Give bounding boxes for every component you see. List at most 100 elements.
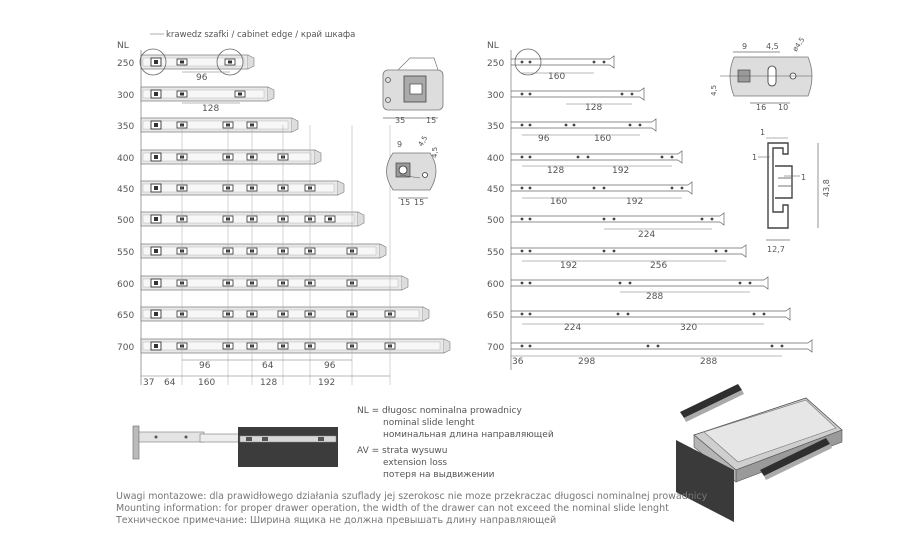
right-hole bbox=[576, 155, 580, 159]
right-hole bbox=[770, 344, 774, 348]
right-row-label: 450 bbox=[487, 185, 504, 195]
left-mount-hole bbox=[154, 344, 158, 348]
right-dim-label: 288 bbox=[700, 357, 717, 367]
note-pl: Uwagi montazowe: dla prawidłowego działa… bbox=[116, 491, 708, 502]
right-rail-end bbox=[763, 276, 769, 290]
right-row-label: 250 bbox=[487, 59, 504, 69]
left-mount-hole bbox=[154, 281, 158, 285]
nl-header-left: NL bbox=[117, 41, 129, 51]
left-mount-hole bbox=[154, 217, 158, 221]
right-hole bbox=[700, 217, 704, 221]
left-row-label: 650 bbox=[117, 311, 134, 321]
left-mount-hole bbox=[154, 155, 158, 159]
right-row-label: 600 bbox=[487, 280, 504, 290]
left-slide-inner bbox=[142, 120, 289, 130]
right-hole bbox=[738, 281, 742, 285]
left-hole bbox=[180, 60, 184, 64]
left-slide-end bbox=[247, 54, 255, 70]
left-row-label: 500 bbox=[117, 216, 134, 226]
right-dim-label: 224 bbox=[564, 323, 581, 333]
right-hole bbox=[528, 186, 532, 190]
right-hole bbox=[520, 186, 524, 190]
right-hole bbox=[520, 249, 524, 253]
left-row-label: 700 bbox=[117, 343, 134, 353]
left-detail-circle-1 bbox=[139, 48, 167, 76]
left-row-label: 400 bbox=[117, 154, 134, 164]
right-hole bbox=[592, 186, 596, 190]
nl-header-right: NL bbox=[487, 41, 499, 51]
right-dim-label: 160 bbox=[550, 197, 567, 207]
right-hole bbox=[656, 344, 660, 348]
right-hole bbox=[752, 312, 756, 316]
left-mount-hole bbox=[154, 123, 158, 127]
left-bottom-dim: 192 bbox=[318, 378, 335, 388]
right-hole bbox=[520, 281, 524, 285]
right-hole bbox=[602, 186, 606, 190]
left-slide-end bbox=[314, 149, 322, 165]
right-hole bbox=[620, 92, 624, 96]
left-upper-dim: 64 bbox=[262, 361, 274, 371]
right-hole bbox=[592, 60, 596, 64]
left-hole bbox=[180, 92, 184, 96]
right-rail-end bbox=[651, 118, 657, 132]
right-hole bbox=[612, 217, 616, 221]
right-hole bbox=[520, 312, 524, 316]
right-hole bbox=[616, 312, 620, 316]
right-hole bbox=[638, 123, 642, 127]
left-bottom-dim: 37 bbox=[143, 378, 154, 388]
left-slide-end bbox=[337, 180, 345, 196]
right-hole bbox=[520, 217, 524, 221]
right-rail-end bbox=[609, 55, 615, 69]
legend-nl-pl: NL = długosc nominalna prowadnicy bbox=[357, 406, 522, 416]
detail-right-dim-4: 4,5 bbox=[710, 85, 718, 96]
legend-av-ru: потеря на выдвижении bbox=[383, 470, 495, 480]
right-dim-label: 192 bbox=[612, 166, 629, 176]
right-rail-end bbox=[677, 150, 683, 164]
mounted-slide-illustration bbox=[132, 425, 338, 467]
left-slide-end bbox=[267, 86, 275, 102]
detail-slide-end: 35 15 bbox=[382, 57, 444, 125]
detail-mid-dim-3: 15 bbox=[400, 198, 410, 207]
right-rail-end bbox=[687, 181, 693, 195]
right-dim-label: 128 bbox=[547, 166, 564, 176]
right-hole bbox=[520, 123, 524, 127]
detail-mid-dim-2: 4,5 bbox=[417, 134, 429, 148]
right-hole bbox=[630, 92, 634, 96]
profile-dim-3: 1 bbox=[801, 173, 806, 182]
profile-dim-2: 1 bbox=[752, 153, 757, 162]
left-dim-96: 96 bbox=[196, 73, 208, 83]
right-dim-label: 36 bbox=[512, 357, 524, 367]
right-rail-end bbox=[785, 307, 791, 321]
left-slide-end bbox=[379, 243, 387, 259]
right-hole bbox=[602, 60, 606, 64]
right-hole bbox=[628, 281, 632, 285]
left-slide-end bbox=[422, 306, 430, 322]
left-mount-hole bbox=[154, 186, 158, 190]
detail-right-dim-6: 10 bbox=[778, 103, 788, 112]
left-mount-hole bbox=[154, 312, 158, 316]
detail-right-dim-2: 4,5 bbox=[766, 42, 779, 51]
right-hole bbox=[528, 217, 532, 221]
legend-av-en: extension loss bbox=[383, 458, 447, 468]
detail-right-dim-5: 16 bbox=[756, 103, 766, 112]
left-slide-inner bbox=[142, 89, 265, 99]
right-detail-circle bbox=[514, 48, 542, 76]
legend-av-pl: AV = strata wysuwu bbox=[357, 446, 447, 456]
note-ru: Техническое примечание: Ширина ящика не … bbox=[116, 515, 557, 526]
left-slide-inner bbox=[142, 57, 245, 67]
right-hole bbox=[780, 344, 784, 348]
left-row-label: 450 bbox=[117, 185, 134, 195]
right-hole bbox=[572, 123, 576, 127]
detail-right-dim-1: 9 bbox=[742, 42, 747, 51]
right-hole bbox=[564, 123, 568, 127]
right-hole bbox=[646, 344, 650, 348]
right-dim-label: 256 bbox=[650, 261, 667, 271]
right-dim-label: 298 bbox=[578, 357, 595, 367]
right-dim-label: 160 bbox=[594, 134, 611, 144]
right-hole bbox=[626, 312, 630, 316]
left-slide-end bbox=[443, 338, 451, 354]
right-rail-end bbox=[807, 339, 813, 353]
left-bottom-dim: 160 bbox=[198, 378, 215, 388]
detail-mid-dim-4: 15 bbox=[414, 198, 424, 207]
